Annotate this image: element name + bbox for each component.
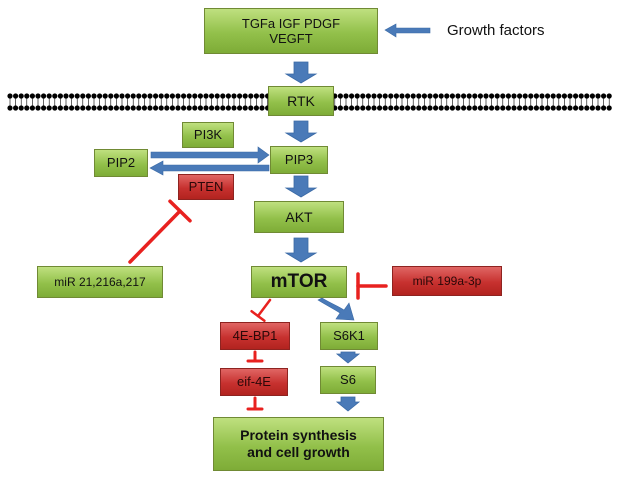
mir-21-216a-217-label: miR 21,216a,217: [54, 274, 146, 289]
cell-membrane: [7, 93, 612, 111]
akt-box: AKT: [254, 201, 344, 233]
arrow-pip2-to-pip3: [150, 146, 270, 164]
eif-4e-box: eif-4E: [220, 368, 288, 396]
mtor-label: mTOR: [270, 270, 328, 292]
akt-label: AKT: [285, 208, 313, 225]
pi3k-label: PI3K: [193, 127, 223, 143]
s6-label: S6: [340, 372, 356, 388]
arrow-akt-to-mtor: [284, 237, 318, 263]
arrow-pip3-to-akt: [284, 175, 318, 198]
arrow-growth-factors-label: [384, 23, 431, 38]
pip3-label: PIP3: [284, 152, 314, 168]
4e-bp1-label: 4E-BP1: [232, 328, 278, 344]
pten-box: PTEN: [178, 174, 234, 200]
protein-synthesis-line-2: and cell growth: [247, 444, 350, 460]
arrow-pip3-to-pip2: [149, 160, 270, 176]
protein-synthesis-box: Protein synthesis and cell growth: [213, 417, 384, 471]
inhibition-eif-4e-to-protein-synthesis: [246, 396, 264, 411]
arrow-s6-to-protein-synthesis: [335, 396, 361, 412]
eif-4e-label: eif-4E: [237, 374, 271, 390]
arrow-mtor-to-s6k1: [317, 297, 355, 321]
inhibition-mtor-to-4e-bp1: [250, 298, 272, 323]
rtk-box: RTK: [268, 86, 334, 116]
growth-factors-label: Growth factors: [447, 22, 545, 39]
inhibition-mir199-to-mtor: [356, 272, 388, 300]
arrow-growth-factors-to-rtk: [284, 61, 318, 84]
pten-label: PTEN: [188, 179, 224, 195]
arrow-s6k1-to-s6: [335, 351, 361, 364]
mir-199a-3p-label: miR 199a-3p: [412, 273, 482, 288]
growth-factors-line-2: VEGFT: [269, 31, 313, 46]
pip2-label: PIP2: [106, 155, 136, 171]
mtor-box: mTOR: [251, 266, 347, 298]
inhibition-4e-bp1-to-eif-4e: [246, 350, 264, 363]
pip3-box: PIP3: [270, 146, 328, 174]
mir-21-216a-217-box: miR 21,216a,217: [37, 266, 163, 298]
growth-factors-line-1: TGFa IGF PDGF: [241, 15, 341, 31]
mir-199a-3p-box: miR 199a-3p: [392, 266, 502, 296]
arrow-rtk-to-pip3: [284, 120, 318, 143]
growth-factors-box: TGFa IGF PDGF VEGFT: [204, 8, 378, 54]
s6k1-label: S6K1: [333, 328, 365, 344]
s6k1-box: S6K1: [320, 322, 378, 350]
pip2-box: PIP2: [94, 149, 148, 177]
s6-box: S6: [320, 366, 376, 394]
4e-bp1-box: 4E-BP1: [220, 322, 290, 350]
inhibition-mir21-to-pten: [128, 199, 192, 264]
rtk-label: RTK: [287, 92, 315, 109]
pi3k-box: PI3K: [182, 122, 234, 148]
protein-synthesis-line-1: Protein synthesis: [240, 427, 357, 444]
